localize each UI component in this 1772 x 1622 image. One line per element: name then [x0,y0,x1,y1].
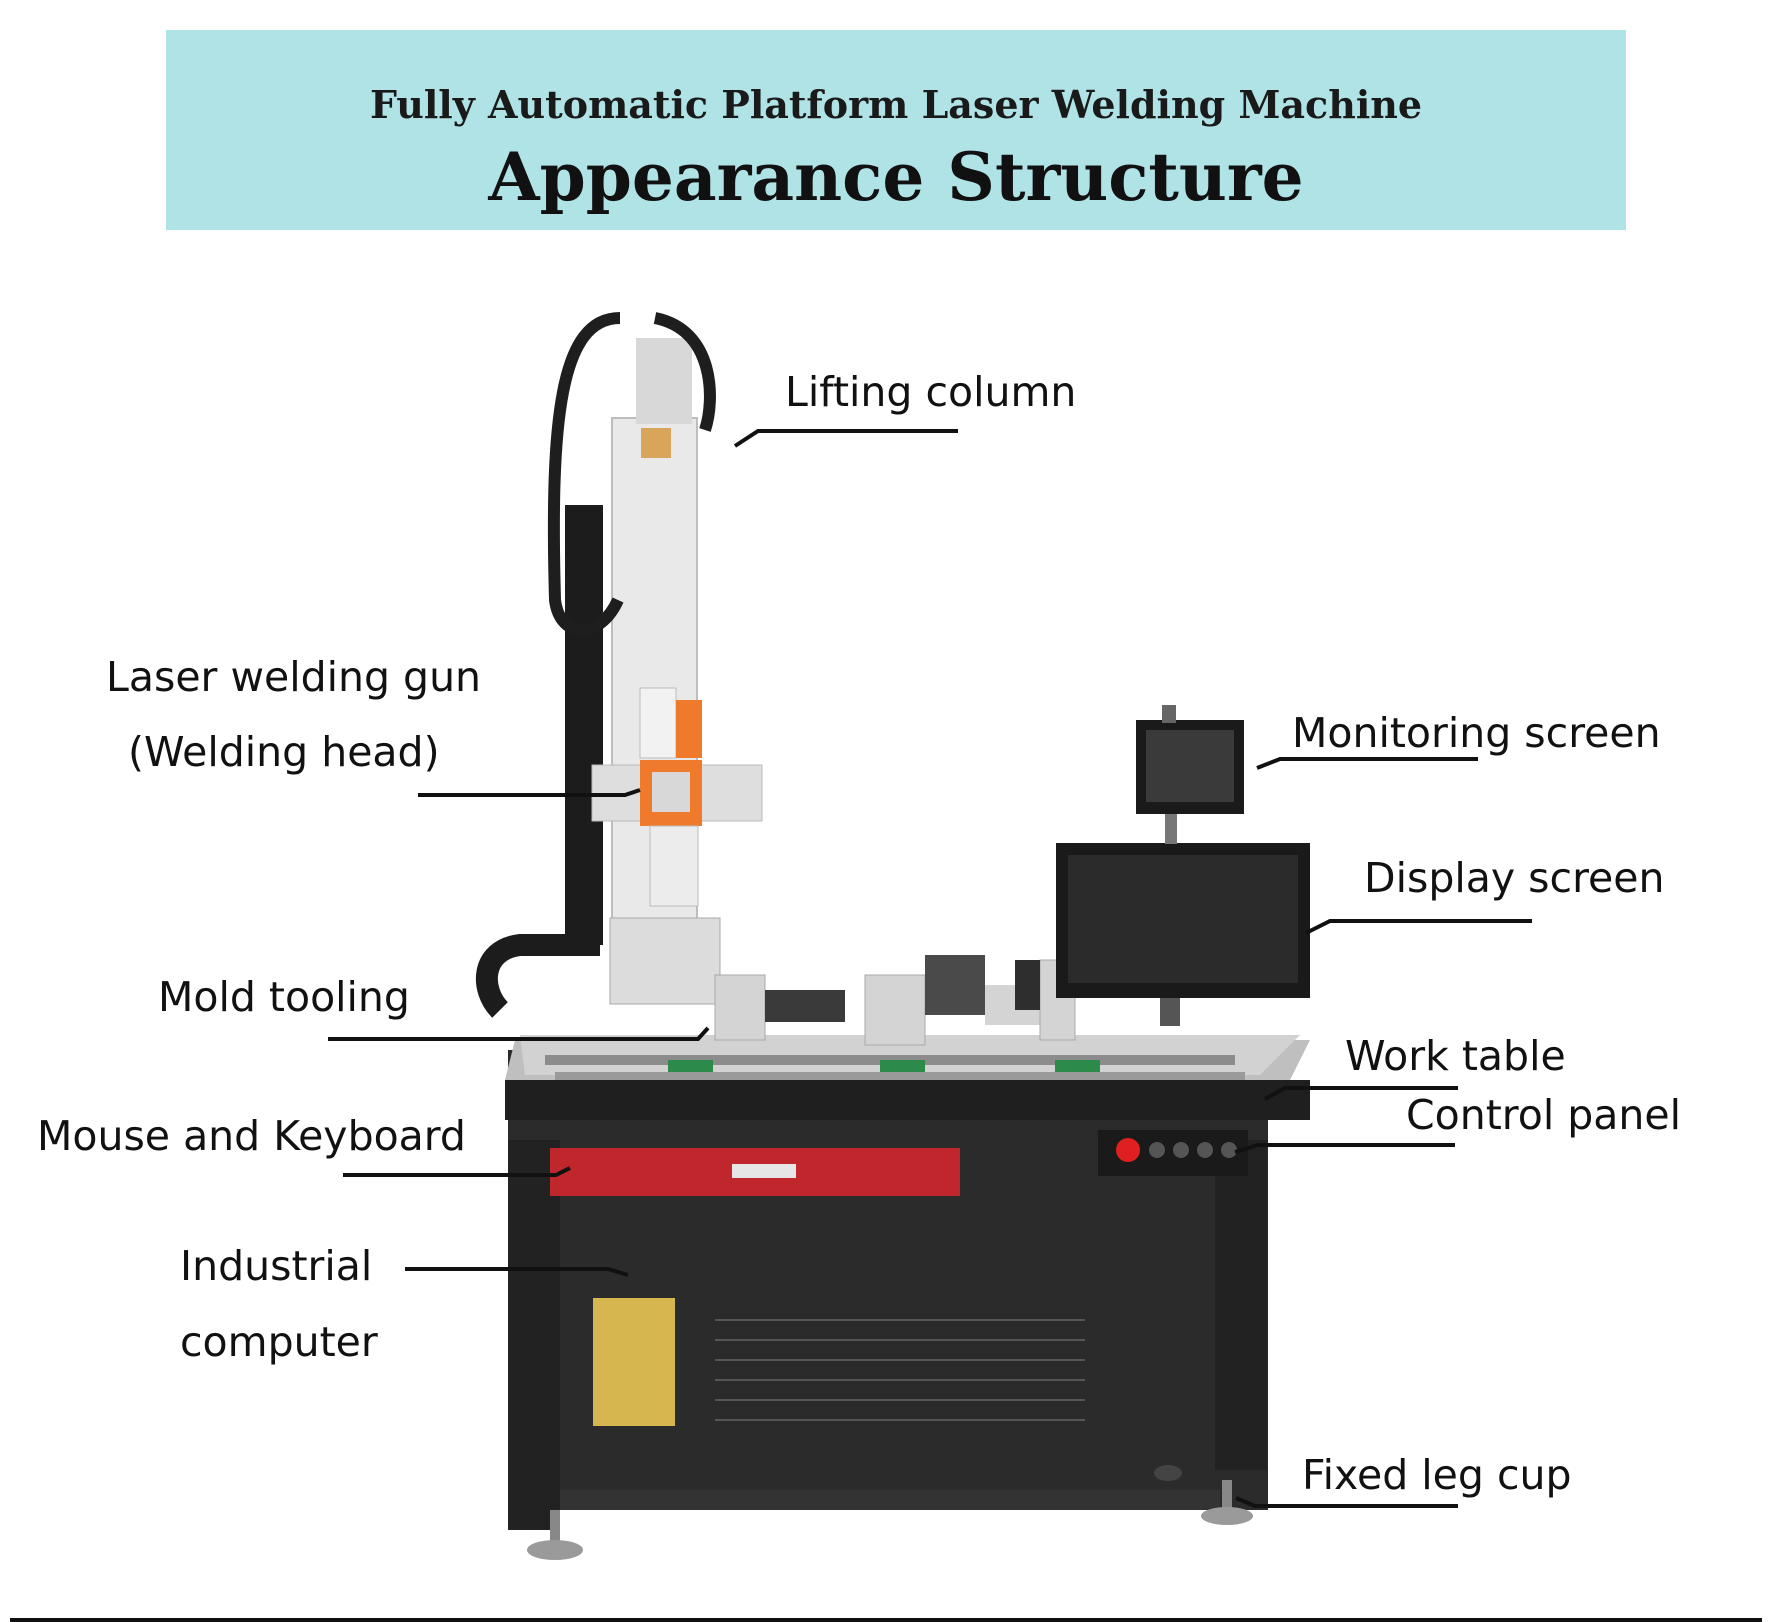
leader-lines [328,429,1532,1508]
vent-grille [715,1319,1085,1421]
leg-cups [527,1465,1253,1560]
header-title: Appearance Structure [488,138,1304,216]
label-work-table: Work table [1345,1032,1566,1080]
label-plate [593,1298,675,1426]
header-banner: Fully Automatic Platform Laser Welding M… [166,30,1626,230]
label-welding-gun-line2: (Welding head) [128,728,440,776]
label-industrial-line2: computer [180,1318,378,1366]
label-control-panel: Control panel [1406,1091,1681,1139]
control-panel [1098,1130,1248,1176]
label-mouse-keyboard: Mouse and Keyboard [37,1112,466,1160]
label-lifting-column: Lifting column [785,368,1077,416]
bottom-divider [10,1618,1762,1622]
label-welding-gun-line1: Laser welding gun [106,653,482,701]
display-screen [1056,843,1310,1026]
drag-chain [476,934,600,1018]
label-monitoring-screen: Monitoring screen [1292,709,1661,757]
keyboard-drawer [550,1148,960,1196]
label-industrial-line1: Industrial [180,1242,373,1290]
cabinet [508,1050,1268,1530]
label-mold-tooling: Mold tooling [158,973,410,1021]
monitoring-screen [1136,705,1244,844]
label-display-screen: Display screen [1364,854,1665,902]
header-subtitle: Fully Automatic Platform Laser Welding M… [369,82,1423,127]
label-fixed-leg-cup: Fixed leg cup [1302,1451,1572,1499]
